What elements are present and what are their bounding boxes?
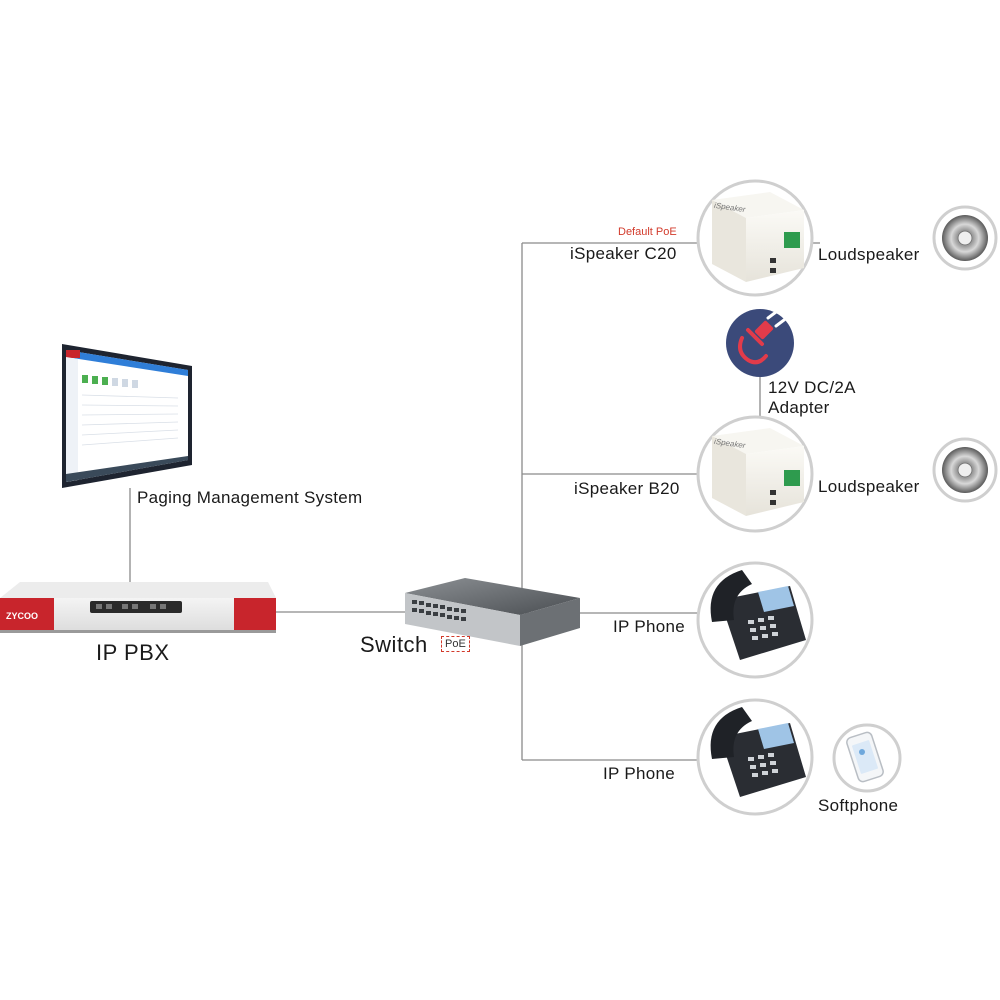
ip-phone-label-1: IP Phone <box>613 617 686 636</box>
ip-phone-icon <box>696 698 814 816</box>
ip-phone-icon <box>696 561 814 679</box>
loudspeaker-icon <box>932 437 998 503</box>
loudspeaker-label-top: Loudspeaker <box>818 245 920 264</box>
smartphone-icon <box>832 723 902 793</box>
switch-icon <box>405 578 580 646</box>
monitor-icon <box>62 344 192 488</box>
default-poe-label: Default PoE <box>618 226 677 238</box>
power-plug-icon <box>726 309 794 377</box>
adapter-label-line1: 12V DC/2A <box>768 378 856 397</box>
pbx-brand-label: ZYCOO <box>6 611 39 621</box>
paging-management-label: Paging Management System <box>137 488 363 507</box>
speaker-device-icon <box>696 415 814 533</box>
ip-phone-label-2: IP Phone <box>603 764 676 783</box>
loudspeaker-icon <box>932 205 998 271</box>
loudspeaker-label-bottom: Loudspeaker <box>818 477 920 496</box>
poe-badge: PoE <box>441 636 470 652</box>
softphone-label: Softphone <box>818 796 899 815</box>
ispeaker-b20-label: iSpeaker B20 <box>574 479 680 498</box>
ispeaker-c20-label: iSpeaker C20 <box>570 244 677 263</box>
switch-label: Switch <box>360 632 428 657</box>
pbx-icon <box>0 582 276 633</box>
adapter-label-line2: Adapter <box>768 398 830 417</box>
ip-pbx-label: IP PBX <box>96 640 170 665</box>
speaker-device-icon <box>696 179 814 297</box>
